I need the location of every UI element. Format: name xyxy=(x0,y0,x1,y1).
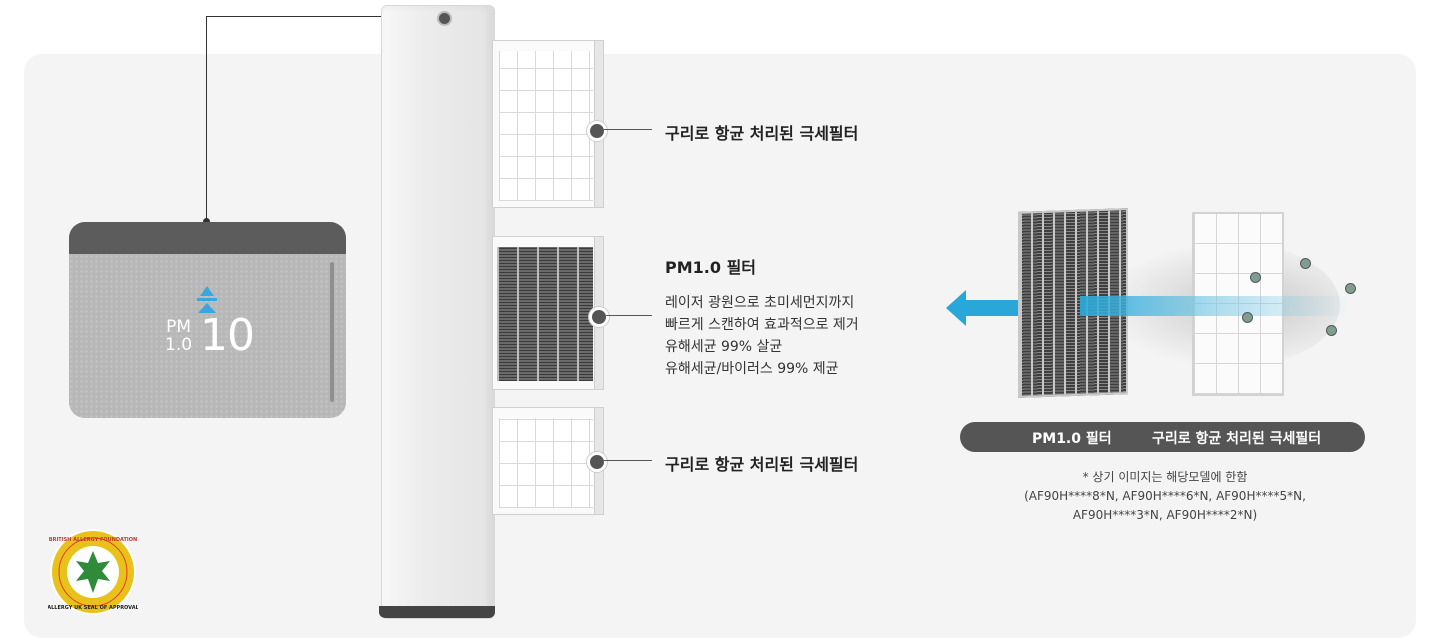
callout-line-middle xyxy=(606,315,652,316)
laser-beam xyxy=(1080,296,1350,316)
virus-particle xyxy=(1326,325,1337,336)
filter-pm-mesh xyxy=(497,247,593,381)
display-edge xyxy=(330,262,334,402)
allergy-seal-logo: BRITISH ALLERGY FOUNDATION ALLERGY UK SE… xyxy=(48,529,138,615)
connector-line-horizontal xyxy=(206,16,442,17)
filter-top-label: 구리로 항균 처리된 극세필터 xyxy=(665,124,859,143)
filter-top-mesh xyxy=(499,51,593,201)
filter-pm xyxy=(492,236,604,390)
callout-dot-middle xyxy=(589,307,609,327)
filter-bottom-label: 구리로 항균 처리된 극세필터 xyxy=(665,455,859,474)
pm-desc-line: 빠르게 스캔하여 효과적으로 제거 xyxy=(665,317,859,333)
pm-label: PM 1.0 xyxy=(165,318,192,354)
virus-particle xyxy=(1300,258,1311,269)
footnote-line: * 상기 이미지는 해당모델에 한함 xyxy=(1082,470,1248,484)
sensor-icon xyxy=(437,11,452,26)
display-face xyxy=(69,254,346,418)
callout-dot-top xyxy=(587,121,607,141)
model-footnote: * 상기 이미지는 해당모델에 한함 (AF90H****8*N, AF90H*… xyxy=(990,468,1340,525)
footnote-line: (AF90H****8*N, AF90H****6*N, AF90H****5*… xyxy=(1024,489,1306,503)
callout-line-top xyxy=(604,129,652,130)
svg-text:ALLERGY UK SEAL OF APPROVAL: ALLERGY UK SEAL OF APPROVAL xyxy=(48,605,138,611)
legend-copper-filter: 구리로 항균 처리된 극세필터 xyxy=(1152,431,1322,447)
legend-pm-filter: PM1.0 필터 xyxy=(1032,431,1112,447)
illustration-legend: PM1.0 필터 구리로 항균 처리된 극세필터 xyxy=(960,422,1365,452)
pm-desc-line: 유해세균/바이러스 99% 제균 xyxy=(665,361,839,377)
virus-particle xyxy=(1345,283,1356,294)
display-zoom-panel xyxy=(69,222,346,418)
callout-dot-bottom xyxy=(587,452,607,472)
pm-value: 10 xyxy=(200,310,255,361)
callout-line-bottom xyxy=(604,460,652,461)
pm-label-bottom: 1.0 xyxy=(165,335,193,355)
pm-desc-line: 레이저 광원으로 초미세먼지까지 xyxy=(665,295,855,311)
connector-line-vertical xyxy=(206,16,207,222)
display-top-strip xyxy=(69,222,346,254)
svg-text:BRITISH ALLERGY FOUNDATION: BRITISH ALLERGY FOUNDATION xyxy=(49,537,137,543)
virus-particle xyxy=(1242,312,1253,323)
filter-top xyxy=(492,40,604,208)
pm-desc-line: 유해세균 99% 살균 xyxy=(665,339,783,355)
pm-filter-title: PM1.0 필터 xyxy=(665,258,757,277)
filter-bottom-mesh xyxy=(499,418,593,508)
purifier-tower xyxy=(381,5,495,619)
airflow-arrow-icon xyxy=(946,290,1018,326)
pm-filter-block: PM1.0 필터 레이저 광원으로 초미세먼지까지 빠르게 스캔하여 효과적으로… xyxy=(665,254,905,380)
purifier-base xyxy=(379,606,495,618)
virus-particle xyxy=(1250,272,1261,283)
pm-filter-description: 레이저 광원으로 초미세먼지까지 빠르게 스캔하여 효과적으로 제거 유해세균 … xyxy=(665,292,905,380)
air-quality-icon xyxy=(197,286,217,313)
pm-label-top: PM xyxy=(166,317,191,337)
footnote-line: AF90H****3*N, AF90H****2*N) xyxy=(1072,508,1258,522)
connector-dot xyxy=(203,218,210,225)
